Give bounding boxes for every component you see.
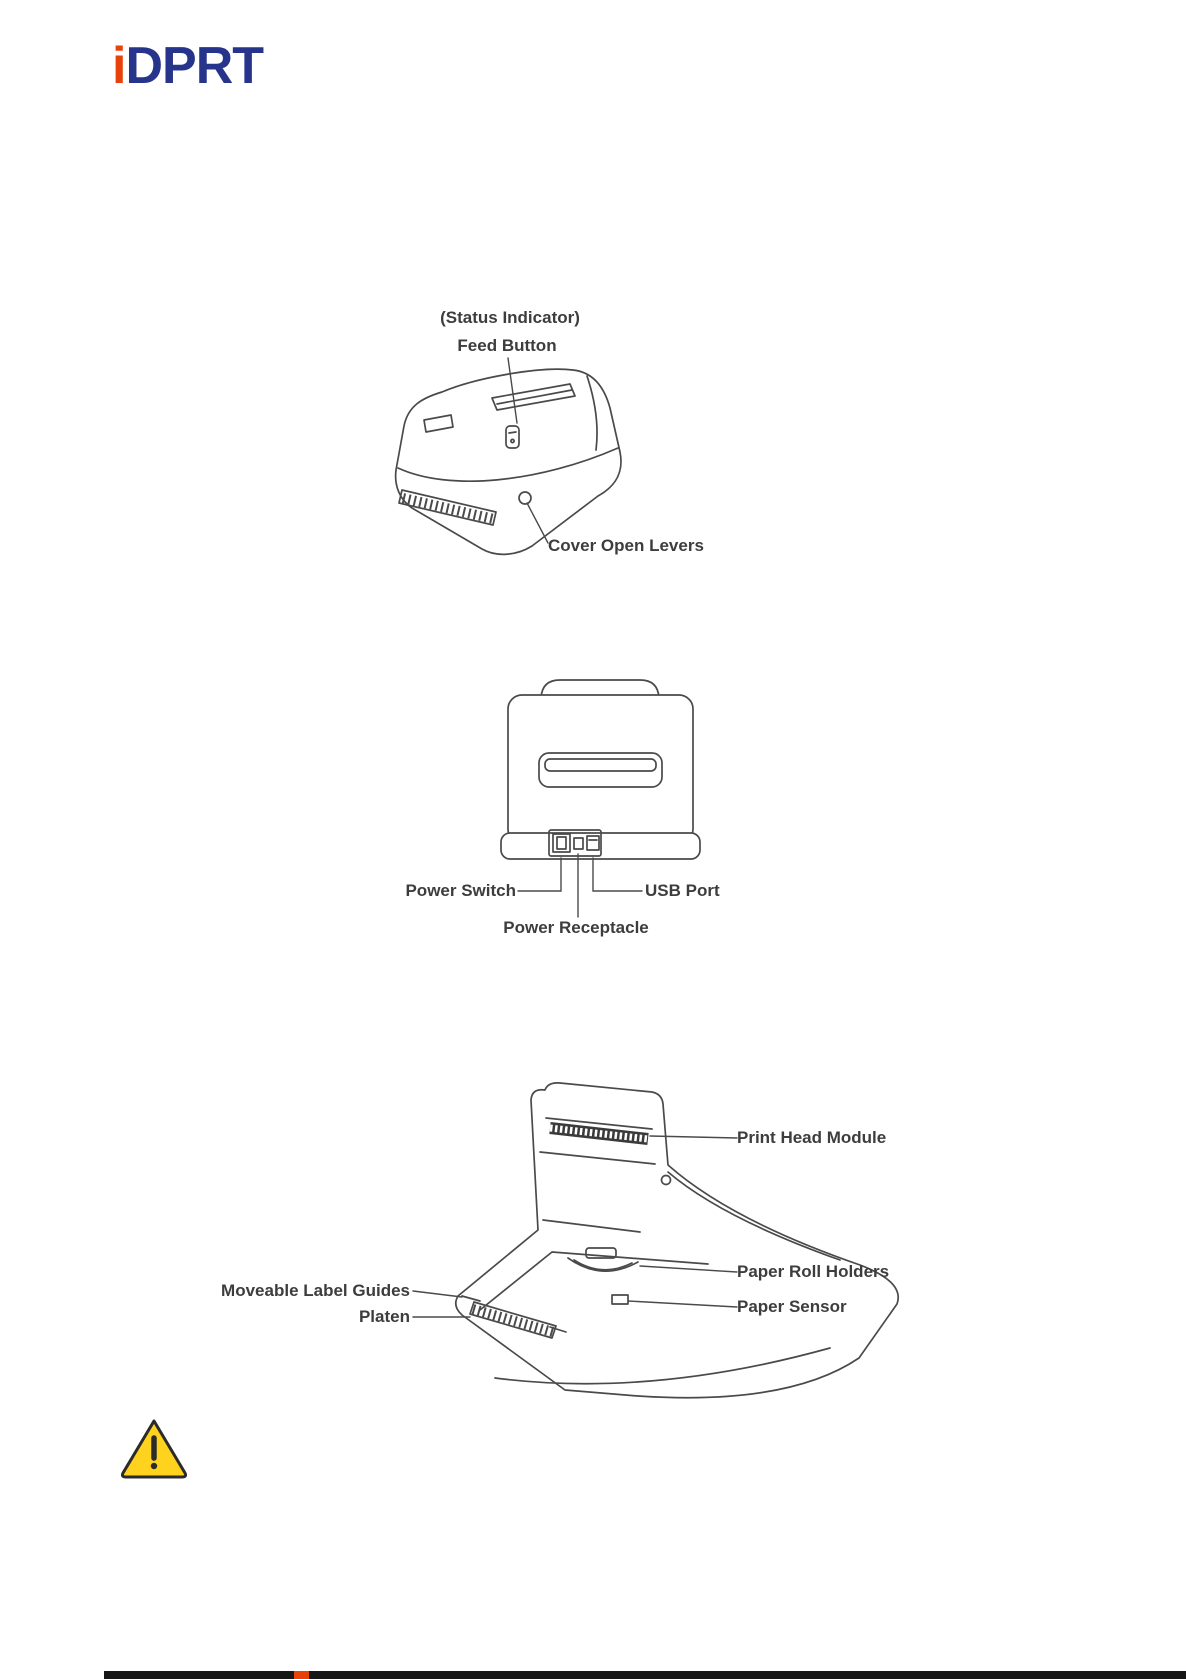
paper-sensor-callout-line bbox=[627, 1300, 738, 1308]
footer-bar bbox=[104, 1671, 1186, 1679]
feed-button-mark bbox=[508, 431, 517, 434]
printer-rear-view-illustration bbox=[500, 679, 701, 918]
printer-body-outline bbox=[394, 368, 622, 556]
paper-roll-holder-arc bbox=[567, 1257, 639, 1272]
label-guide-left bbox=[461, 1295, 481, 1302]
logo-text-i: i bbox=[112, 37, 126, 95]
paper-sensor-shape bbox=[611, 1294, 629, 1305]
status-indicator-window bbox=[423, 414, 454, 433]
lid-upper-line bbox=[545, 1117, 653, 1130]
callout-cover-open-levers: Cover Open Levers bbox=[548, 536, 704, 555]
callout-paper-sensor: Paper Sensor bbox=[737, 1297, 847, 1316]
callout-power-switch: Power Switch bbox=[405, 881, 516, 900]
cover-open-levers-callout-line bbox=[526, 502, 549, 544]
callout-power-receptacle: Power Receptacle bbox=[503, 918, 649, 937]
callout-usb-port: USB Port bbox=[645, 881, 720, 900]
platen-outline bbox=[469, 1301, 557, 1339]
hinge-knob bbox=[660, 1174, 672, 1186]
power-switch-shape bbox=[552, 833, 571, 853]
shell-inner-sweep bbox=[667, 1171, 841, 1261]
idprt-logo: iDPRT bbox=[112, 37, 264, 95]
rear-paper-slot-inner bbox=[544, 758, 657, 772]
footer-accent-mark bbox=[294, 1671, 309, 1679]
callout-moveable-label-guides: Moveable Label Guides bbox=[221, 1281, 410, 1300]
callout-status-indicator: (Status Indicator) bbox=[440, 308, 580, 327]
callout-print-head-module: Print Head Module bbox=[737, 1128, 887, 1147]
callout-paper-roll-holders: Paper Roll Holders bbox=[737, 1262, 890, 1281]
print-head-module-hatch bbox=[549, 1124, 649, 1143]
lid-inner-frame-line bbox=[539, 1151, 656, 1165]
power-receptacle-jack bbox=[573, 837, 584, 850]
logo-text-dprt: DPRT bbox=[125, 37, 264, 95]
feed-button-shape bbox=[505, 425, 520, 449]
open-printer-silhouette bbox=[454, 1082, 899, 1399]
warning-triangle-icon bbox=[120, 1419, 188, 1479]
power-switch-rocker bbox=[556, 836, 567, 850]
usb-port-callout-line bbox=[592, 857, 643, 892]
paper-exit-slot bbox=[491, 383, 576, 411]
rear-handle bbox=[540, 679, 660, 699]
usb-port-connector bbox=[586, 835, 600, 851]
connector-recess bbox=[548, 829, 602, 857]
paper-exit-slot-inner-line bbox=[496, 389, 573, 405]
tear-bar-outline bbox=[398, 489, 497, 526]
paper-roll-holder-inner-arc bbox=[573, 1259, 633, 1271]
power-switch-callout-line bbox=[517, 857, 562, 892]
base-inner-rear-rim bbox=[479, 1251, 709, 1311]
label-guide-right bbox=[549, 1326, 567, 1333]
callout-platen: Platen bbox=[358, 1307, 410, 1326]
print-head-module-callout-line bbox=[649, 1135, 738, 1139]
tear-bar-teeth bbox=[401, 493, 496, 524]
side-seam-line bbox=[586, 375, 598, 451]
feed-button-callout-line bbox=[507, 357, 518, 424]
lid-seam-line bbox=[397, 447, 619, 483]
lid-lower-inner-line bbox=[542, 1219, 641, 1233]
callout-feed-button: Feed Button bbox=[457, 336, 557, 355]
paper-roll-holder-tab bbox=[585, 1247, 617, 1259]
warning-exclamation-dot bbox=[150, 1462, 158, 1470]
printer-open-view-illustration bbox=[412, 1082, 899, 1399]
feed-button-dot bbox=[510, 438, 515, 444]
rear-paper-slot bbox=[538, 752, 663, 788]
rear-body bbox=[507, 694, 694, 844]
base-inner-front-rim bbox=[494, 1347, 831, 1385]
paper-roll-holders-callout-line bbox=[639, 1265, 738, 1273]
cover-open-lever-knob bbox=[518, 491, 532, 505]
moveable-label-guides-callout-line bbox=[412, 1290, 463, 1298]
printer-front-view-illustration bbox=[394, 357, 622, 556]
